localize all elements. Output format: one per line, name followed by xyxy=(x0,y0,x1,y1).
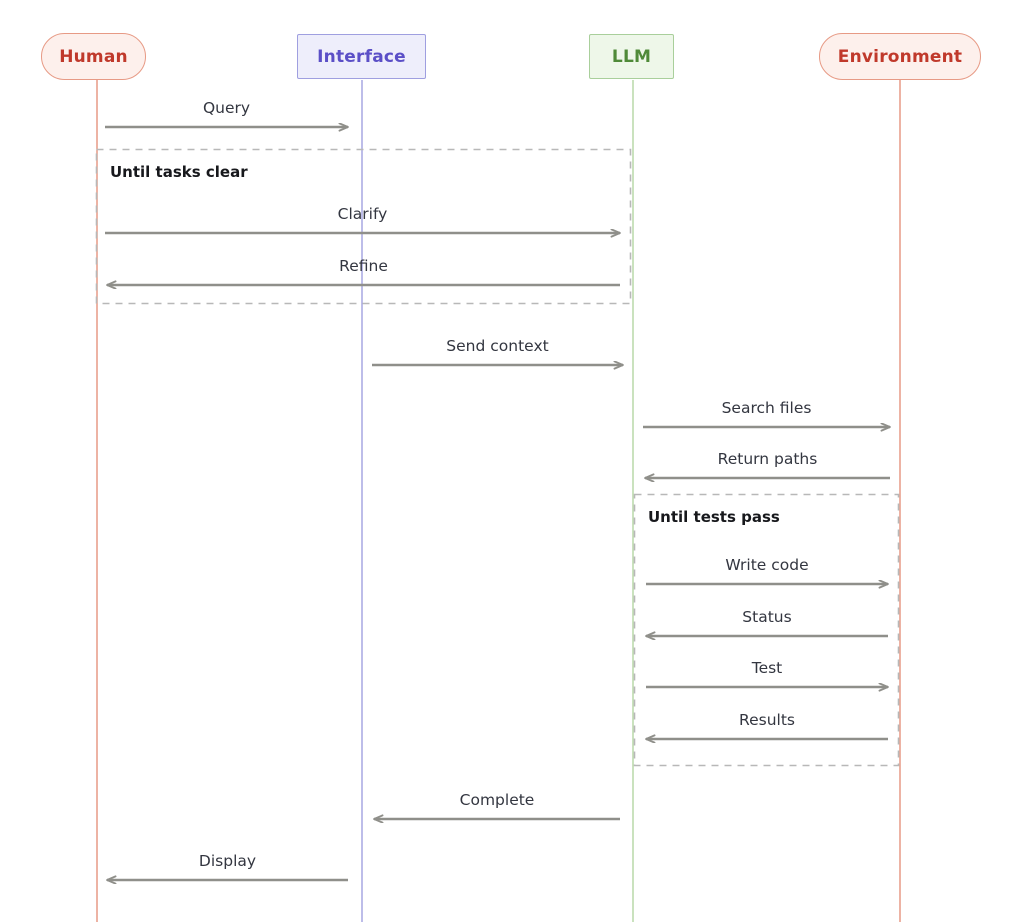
lifelines-group xyxy=(96,80,901,922)
participant-environment[interactable]: Environment xyxy=(819,33,981,80)
message-label-search-files: Search files xyxy=(721,399,812,417)
message-label-refine: Refine xyxy=(339,257,388,275)
loop-label-loop-tasks-clear: Until tasks clear xyxy=(110,163,248,181)
participant-label: Environment xyxy=(837,46,963,67)
participant-label: Interface xyxy=(317,46,406,67)
message-label-test: Test xyxy=(751,659,783,677)
message-arrows-group xyxy=(105,127,890,880)
message-label-clarify: Clarify xyxy=(337,205,388,223)
message-label-results: Results xyxy=(739,711,795,729)
loop-frames-group xyxy=(95,148,900,767)
message-label-return-paths: Return paths xyxy=(717,450,818,468)
message-label-display: Display xyxy=(198,852,257,870)
participant-interface[interactable]: Interface xyxy=(297,34,426,79)
loop-frame-loop-tests-pass xyxy=(633,493,900,767)
message-label-write-code: Write code xyxy=(725,556,809,574)
message-label-complete: Complete xyxy=(459,791,535,809)
loop-label-loop-tests-pass: Until tests pass xyxy=(648,508,780,526)
participant-label: LLM xyxy=(611,46,652,67)
participant-label: Human xyxy=(59,46,128,67)
participant-human[interactable]: Human xyxy=(41,33,146,80)
loop-frame-loop-tasks-clear xyxy=(95,148,632,305)
message-label-status: Status xyxy=(742,608,792,626)
message-label-send-context: Send context xyxy=(446,337,549,355)
message-label-query: Query xyxy=(202,99,251,117)
participant-llm[interactable]: LLM xyxy=(589,34,674,79)
